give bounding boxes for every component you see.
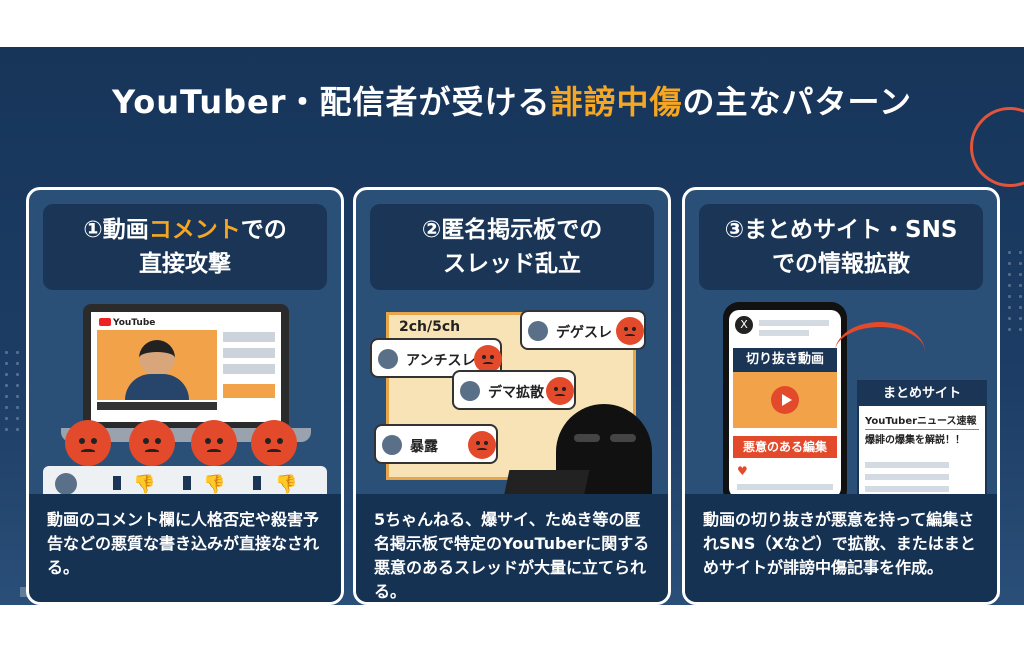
thumbs-down-icon: 👎 xyxy=(203,474,226,495)
arrow-icon xyxy=(835,322,925,382)
youtube-icon xyxy=(99,318,111,326)
angry-face-icon xyxy=(618,319,642,343)
comment-mark xyxy=(113,476,121,490)
angry-face-icon xyxy=(69,424,107,462)
heading-text: ①動画 xyxy=(83,217,149,243)
angry-face-icon xyxy=(195,424,233,462)
side-thumbnail xyxy=(223,384,275,398)
thread-bubble: デマ拡散 xyxy=(452,370,576,410)
video-controls xyxy=(97,402,217,410)
side-item xyxy=(223,348,275,358)
site-header: まとめサイト xyxy=(859,382,985,406)
youtube-logo: YouTube xyxy=(99,318,155,328)
x-logo-icon: X xyxy=(735,316,753,334)
thread-title: 暴露 xyxy=(410,439,438,455)
infographic-panel: YouTuber・配信者が受ける誹謗中傷の主なパターン ①動画コメントでの 直接… xyxy=(0,47,1024,605)
thread-title: アンチスレ xyxy=(406,353,476,369)
post-line xyxy=(759,330,809,336)
heading-highlight: コメント xyxy=(148,217,241,243)
card-description: 5ちゃんねる、爆サイ、たぬき等の匿名掲示板で特定のYouTuberに関する悪意の… xyxy=(356,494,668,602)
smartphone: X 切り抜き動画 悪意のある編集 ♥ xyxy=(723,302,847,506)
play-icon xyxy=(771,386,799,414)
avatar xyxy=(528,321,548,341)
phone-illustration: X 切り抜き動画 悪意のある編集 ♥ まとめサイト YouTuberニュース速報… xyxy=(685,298,997,506)
card-summary-sites: ③まとめサイト・SNS での情報拡散 X 切り抜き動画 悪意のある編集 ♥ まと… xyxy=(682,187,1000,605)
card-heading: ③まとめサイト・SNS での情報拡散 xyxy=(699,204,983,290)
title-highlight: 誹謗中傷 xyxy=(550,83,683,121)
page-title: YouTuber・配信者が受ける誹謗中傷の主なパターン xyxy=(0,77,1024,123)
angry-face-icon xyxy=(476,347,500,371)
card-description: 動画の切り抜きが悪意を持って編集されSNS（Xなど）で拡散、またはまとめサイトが… xyxy=(685,494,997,602)
thread-bubble: デゲスレ xyxy=(520,310,646,350)
avatar xyxy=(55,473,77,495)
avatar xyxy=(460,381,480,401)
thumbs-down-icon: 👎 xyxy=(275,474,298,495)
thread-title: デマ拡散 xyxy=(488,385,544,401)
person-icon xyxy=(139,340,175,376)
angry-face-icon xyxy=(255,424,293,462)
thread-bubble: 暴露 xyxy=(374,424,498,464)
post-line xyxy=(737,484,833,490)
malicious-edit-label: 悪意のある編集 xyxy=(733,436,837,458)
post-line xyxy=(759,320,829,326)
heading-line-1: ②匿名掲示板での xyxy=(421,217,603,243)
laptop: YouTube xyxy=(83,304,289,430)
hooded-person-icon xyxy=(556,404,652,506)
angry-face-icon xyxy=(133,424,171,462)
heading-line-2: での情報拡散 xyxy=(772,251,910,277)
article-line xyxy=(865,462,949,468)
laptop-base xyxy=(61,428,311,442)
comment-mark xyxy=(183,476,191,490)
heading-text: での xyxy=(240,217,287,243)
youtube-label: YouTube xyxy=(113,318,156,328)
heart-icon: ♥ xyxy=(737,464,748,478)
card-description: 動画のコメント欄に人格否定や殺害予告などの悪質な書き込みが直接なされる。 xyxy=(29,494,341,602)
angry-face-icon xyxy=(470,433,494,457)
side-item xyxy=(223,364,275,374)
site-title: YouTuberニュース速報 xyxy=(865,412,979,430)
avatar xyxy=(378,349,398,369)
thumbs-down-icon: 👎 xyxy=(133,474,156,495)
board-illustration: 2ch/5ch アンチスレ デゲスレ デマ拡散 暴露 xyxy=(356,298,668,506)
heading-line-1: ③まとめサイト・SNS xyxy=(724,217,958,243)
angry-face-icon xyxy=(548,379,572,403)
comment-mark xyxy=(253,476,261,490)
card-video-comments: ①動画コメントでの 直接攻撃 YouTube 👎 xyxy=(26,187,344,605)
clip-video xyxy=(733,372,837,428)
thread-title: デゲスレ xyxy=(556,325,612,341)
card-heading: ①動画コメントでの 直接攻撃 xyxy=(43,204,327,290)
side-item xyxy=(223,332,275,342)
card-heading: ②匿名掲示板での スレッド乱立 xyxy=(370,204,654,290)
title-suffix: の主なパターン xyxy=(682,83,912,121)
heading-line-2: スレッド乱立 xyxy=(443,251,581,277)
board-label: 2ch/5ch xyxy=(399,319,461,335)
article-line xyxy=(865,486,949,492)
title-prefix: YouTuber・配信者が受ける xyxy=(112,83,551,121)
site-article-title: 爆誹の爆集を解説！！ xyxy=(865,435,965,446)
clip-video-label: 切り抜き動画 xyxy=(733,348,837,372)
laptop-illustration: YouTube 👎 👎 👎 xyxy=(29,298,341,506)
avatar xyxy=(382,435,402,455)
article-line xyxy=(865,474,949,480)
card-anonymous-board: ②匿名掲示板での スレッド乱立 2ch/5ch アンチスレ デゲスレ デマ拡散 … xyxy=(353,187,671,605)
video-frame xyxy=(97,330,217,400)
heading-line-2: 直接攻撃 xyxy=(139,251,231,277)
summary-site-window: まとめサイト YouTuberニュース速報 爆誹の爆集を解説！！ xyxy=(857,380,987,506)
